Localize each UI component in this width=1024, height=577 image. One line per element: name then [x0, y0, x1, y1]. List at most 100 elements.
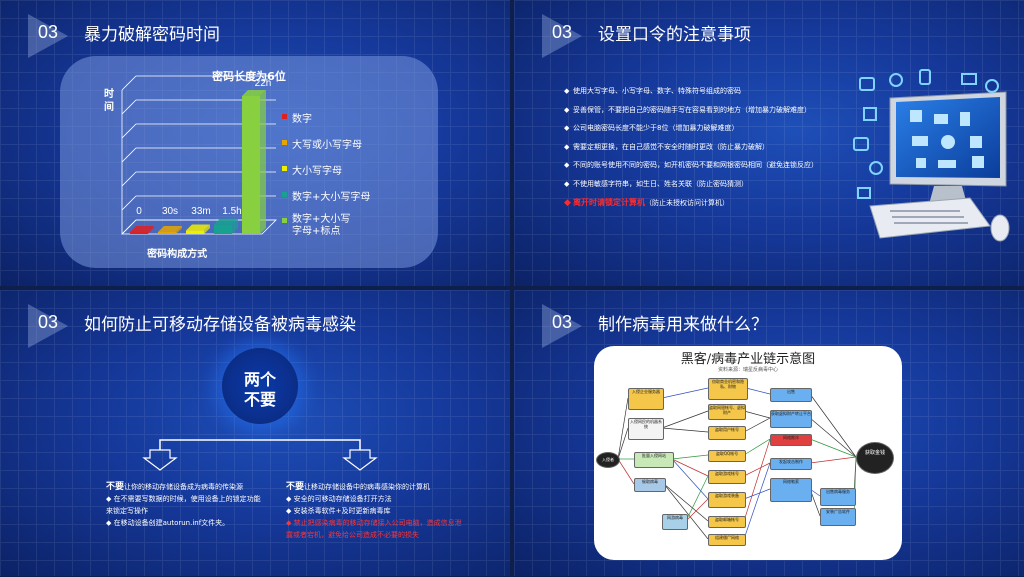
diagram-node: 批量入侵网站	[634, 452, 674, 468]
legend-item: 大小写字母	[282, 162, 370, 188]
legend-item: 数字+大小写字母+标点	[282, 214, 352, 240]
grid-line	[121, 123, 276, 139]
diagram-node: 组建僵尸网络	[708, 534, 746, 546]
data-label: 22h	[255, 78, 272, 89]
diagram-arrow	[685, 475, 709, 522]
legend-swatch	[282, 114, 287, 119]
bracket-arrows	[142, 439, 378, 471]
triangle-icon	[28, 14, 68, 58]
chart-ylabel: 时间	[104, 89, 114, 113]
diagram-arrow	[809, 438, 857, 458]
slide-title: 设置口令的注意事项	[598, 25, 751, 45]
diagram-node: 网络欺诈	[770, 434, 812, 446]
computer-illustration	[853, 69, 1010, 242]
grid-line	[121, 171, 276, 187]
slide-number: 03	[38, 312, 59, 332]
bar-top	[214, 218, 238, 225]
diagram-arrow	[671, 458, 709, 477]
diagram-arrow	[663, 483, 709, 540]
diagram-node: 入侵企业服务器	[628, 388, 664, 410]
slide-virus-purpose: 03 制作病毒用来做什么？ 黑客/病毒产业链示意图 资料来源：瑞星反病毒中心 入…	[514, 290, 1024, 576]
bar	[214, 224, 232, 234]
diagram-arrow	[671, 454, 709, 460]
legend-item: 大写或小写字母	[282, 136, 370, 162]
list-item: ◆使用大写字母、小写字母、数字、特殊符号组成的密码	[564, 87, 741, 95]
diagram-arrow	[743, 462, 771, 477]
slide-password-tips: 03 设置口令的注意事项 ◆使用大写字母、小写字母、数字、特殊符号组成的密码 ◆…	[514, 0, 1024, 286]
grid-line	[121, 99, 276, 115]
diagram-node: 盗取用户帐号	[708, 426, 746, 440]
diagram-arrows	[617, 387, 857, 540]
diagram-node: 入侵网民的机器系统	[628, 418, 664, 440]
data-label: 0	[136, 206, 142, 217]
legend-swatch	[282, 218, 287, 223]
slide-number: 03	[38, 22, 59, 42]
diagram-arrow	[743, 438, 771, 456]
list-item: ◆公司电脑密码长度不能少于8位（增加暴力破解难度）	[564, 124, 739, 132]
two-dont-circle: 两个 不要	[222, 348, 298, 424]
diagram-source: 资料来源：瑞星反病毒中心	[717, 367, 778, 373]
tips-list: ◆使用大写字母、小写字母、数字、特殊符号组成的密码 ◆妥善保管，不要把自己的密码…	[564, 86, 818, 216]
diagram-node: 入侵者	[596, 452, 620, 468]
diagram-node: 出售病毒服务	[820, 488, 856, 506]
legend-item: 数字+大小写字母	[282, 188, 370, 214]
diagram-arrow	[809, 417, 857, 458]
bar	[158, 232, 176, 234]
legend-swatch	[282, 192, 287, 197]
bar-side	[176, 226, 182, 234]
slide-number: 03	[552, 22, 573, 42]
diagram-arrow	[809, 393, 857, 458]
diagram-arrow	[617, 397, 629, 460]
diagram-node: 盗取游戏装备	[708, 492, 746, 508]
legend-label: 数字+大小写字母	[292, 192, 371, 203]
diagram-arrow	[809, 456, 857, 464]
diagram-node: 网络勒索	[770, 478, 812, 502]
diagram-arrow	[661, 387, 709, 399]
right-heading: 不要让移动存储设备中的病毒感染你的计算机	[286, 482, 431, 492]
diagram-arrow	[743, 438, 771, 522]
list-item: ◆妥善保管，不要把自己的密码随手写在容易看到的地方（增加暴力破解难度）	[564, 105, 811, 114]
data-label: 33m	[191, 206, 210, 217]
legend-label: 大小写字母	[292, 166, 342, 177]
grid-line	[121, 195, 276, 211]
legend-label: 数字+大小写字母+标点	[292, 214, 351, 237]
slide-title: 暴力破解密码时间	[84, 25, 220, 45]
diagram-arrow	[743, 462, 771, 540]
diagram-arrow	[853, 456, 857, 517]
grid-line	[121, 147, 276, 163]
diagram-node: 网游病毒	[662, 514, 688, 530]
list-item: ◆ 在移动设备创建autorun.inf文件夹。	[106, 519, 230, 527]
list-item: ◆不使用敏感字符串，如生日、姓名关联（防止密码猜测）	[564, 179, 748, 188]
circle-line-2: 不要	[243, 390, 276, 409]
list-item-warning: ◆ 禁止把感染病毒的移动存储接入公司电脑，造成信息泄露或者宕机，避免给公司造成不…	[286, 519, 462, 539]
right-column: 不要让移动存储设备中的病毒感染你的计算机 ◆ 安全的可移动存储设备打开方法 ◆ …	[286, 481, 462, 541]
chart-legend: 数字大写或小写字母大小写字母数字+大小写字母数字+大小写字母+标点	[282, 110, 370, 240]
diagram-title: 黑客/病毒产业链示意图	[680, 352, 816, 367]
legend-swatch	[282, 166, 287, 171]
legend-swatch	[282, 140, 287, 145]
bar-top	[242, 90, 266, 96]
slide-usb-protection: 03 如何防止可移动存储设备被病毒感染 两个 不要 不要让你的移动存储设备成为病…	[0, 290, 510, 576]
triangle-icon	[542, 14, 582, 58]
data-label: 1.5h	[222, 206, 241, 217]
diagram-arrow	[685, 498, 709, 522]
list-item: ◆ 在不需要写数据的时候，使用设备上的锁定功能来锁定写操作	[106, 495, 261, 515]
slide-title: 如何防止可移动存储设备被病毒感染	[84, 315, 356, 335]
bar	[130, 232, 148, 234]
left-heading: 不要让你的移动存储设备成为病毒的传染源	[106, 482, 244, 492]
diagram-node: 盗取游戏帐号	[708, 470, 746, 484]
diagram-node: 安装广告软件	[820, 508, 856, 526]
diagram-node: 偷取病毒	[634, 478, 666, 492]
diagram-node: 盗取网银帐号、虚拟财产	[708, 404, 746, 420]
list-item-warning: ◆离开时请锁定计算机（防止未授权访问计算机）	[564, 198, 729, 208]
bar	[242, 96, 260, 234]
circle-line-1: 两个	[243, 370, 276, 389]
data-label: 30s	[162, 206, 178, 217]
left-column: 不要让你的移动存储设备成为病毒的传染源 ◆ 在不需要写数据的时候，使用设备上的锁…	[106, 481, 266, 529]
grid-line	[121, 75, 276, 91]
diagram-node: 盗取QQ帐号	[708, 450, 746, 462]
diagram-node: 获取虚拟财产转让平台	[770, 410, 812, 428]
diagram-arrow	[743, 417, 771, 433]
